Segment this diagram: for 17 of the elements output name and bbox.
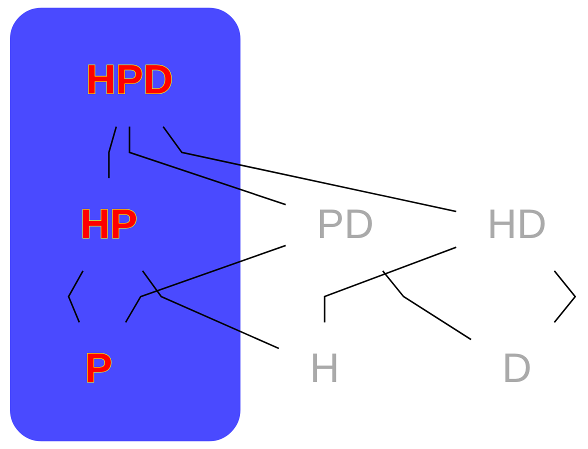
connector	[128, 126, 286, 206]
node-text: PD	[316, 202, 374, 248]
node-text: H	[310, 346, 340, 392]
connector	[124, 244, 286, 323]
connector	[324, 246, 456, 322]
node-text: HP	[80, 202, 138, 248]
connector	[554, 270, 576, 323]
connector	[108, 126, 118, 178]
connector	[382, 270, 472, 340]
node-text: P	[84, 346, 112, 392]
connector	[68, 270, 84, 323]
node-text: D	[502, 346, 532, 392]
connector	[142, 270, 280, 350]
connector	[162, 126, 456, 212]
cluster	[10, 8, 240, 442]
node-text: HPD	[86, 58, 173, 103]
node-text: HD	[487, 202, 547, 248]
